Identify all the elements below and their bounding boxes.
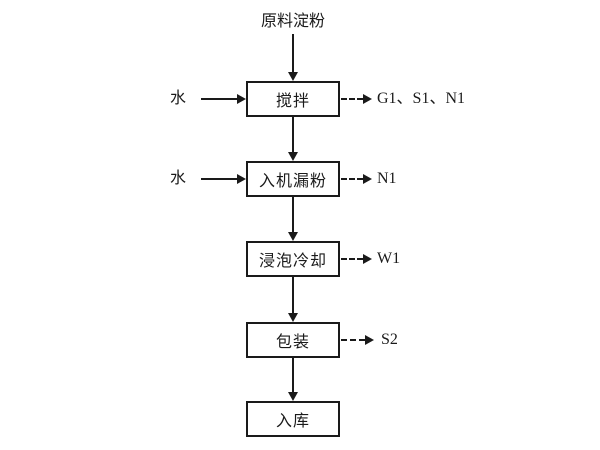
arrow-packaging-to-warehousing-line (292, 358, 294, 393)
emission-label-2: N1 (377, 170, 397, 187)
emission-arrow-3-line (341, 258, 363, 260)
source-material-label: 原料淀粉 (260, 13, 325, 30)
water-arrow-2-line (201, 178, 237, 180)
emission-arrow-4-head-icon (365, 335, 374, 345)
process-box-feeding: 入机漏粉 (246, 161, 340, 197)
emission-arrow-2-head-icon (363, 174, 372, 184)
water-arrow-2-head-icon (237, 174, 246, 184)
process-box-packaging: 包装 (246, 322, 340, 358)
emission-arrow-3-head-icon (363, 254, 372, 264)
water-arrow-1-line (201, 98, 237, 100)
process-box-warehousing: 入库 (246, 401, 340, 437)
process-box-feeding-label: 入机漏粉 (258, 173, 327, 190)
arrow-source-to-mixing-line (292, 34, 294, 73)
emission-arrow-4-line (341, 339, 365, 341)
process-box-soak-cool: 浸泡冷却 (246, 241, 340, 277)
arrow-feeding-to-soak-head-icon (288, 232, 298, 241)
process-box-packaging-label: 包装 (275, 334, 310, 351)
emission-label-1: G1、S1、N1 (377, 90, 466, 107)
emission-label-4: S2 (381, 331, 398, 348)
arrow-mixing-to-feeding-line (292, 117, 294, 153)
process-box-soak-cool-label: 浸泡冷却 (258, 253, 327, 270)
arrow-source-to-mixing-head-icon (288, 72, 298, 81)
water-input-label-1: 水 (170, 90, 187, 107)
arrow-soak-to-packaging-head-icon (288, 313, 298, 322)
process-box-mixing: 搅拌 (246, 81, 340, 117)
arrow-soak-to-packaging-line (292, 277, 294, 314)
emission-label-3: W1 (377, 250, 401, 267)
emission-arrow-2-line (341, 178, 363, 180)
emission-arrow-1-line (341, 98, 363, 100)
arrow-feeding-to-soak-line (292, 197, 294, 233)
arrow-mixing-to-feeding-head-icon (288, 152, 298, 161)
process-box-mixing-label: 搅拌 (275, 93, 310, 110)
water-input-label-2: 水 (170, 170, 187, 187)
water-arrow-1-head-icon (237, 94, 246, 104)
arrow-packaging-to-warehousing-head-icon (288, 392, 298, 401)
process-box-warehousing-label: 入库 (275, 413, 310, 430)
emission-arrow-1-head-icon (363, 94, 372, 104)
